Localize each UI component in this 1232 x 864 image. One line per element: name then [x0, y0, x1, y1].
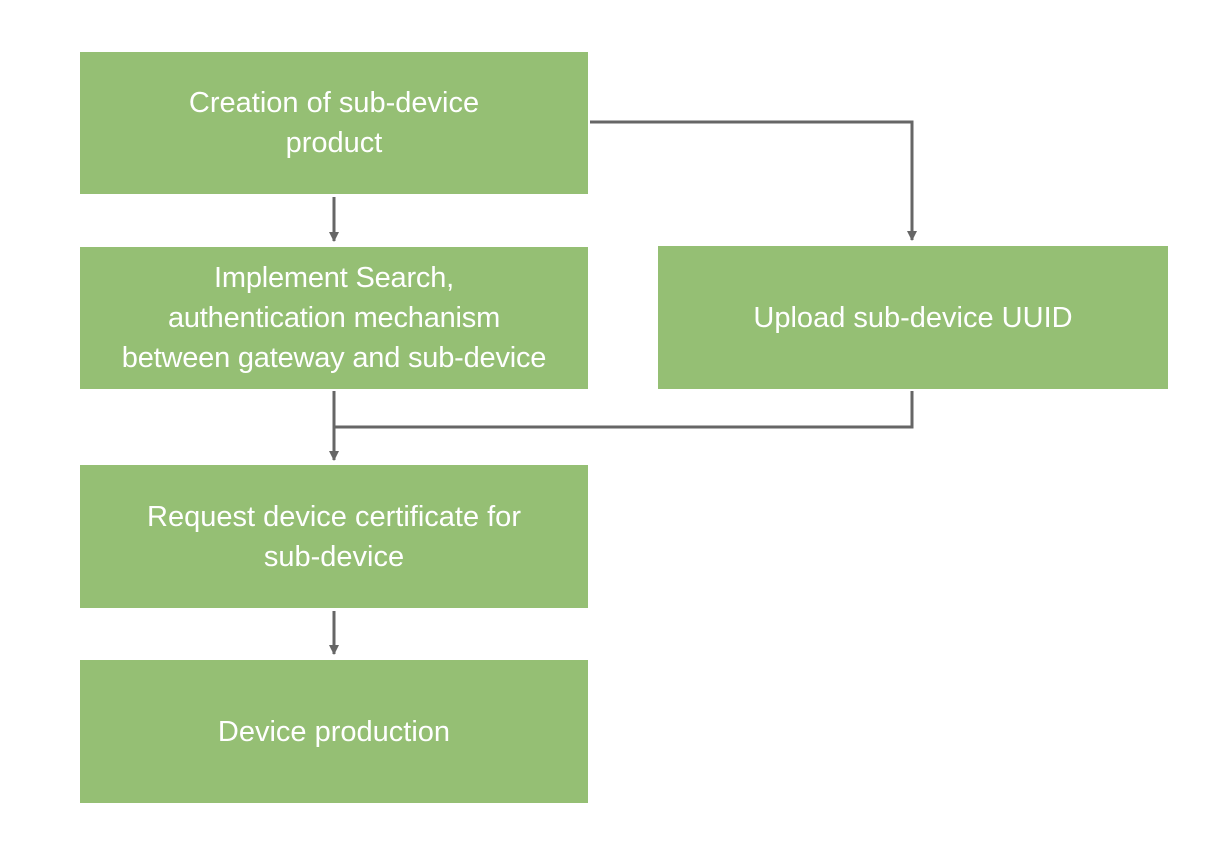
edge-b3-b4: [334, 391, 914, 429]
node-device-production: Device production: [80, 660, 588, 803]
node-label: Request device certificate for sub-devic…: [147, 500, 521, 573]
node-creation-of-sub-device-product: Creation of sub-device product: [80, 52, 588, 194]
edge-b1-b3: [590, 120, 917, 241]
node-upload-sub-device-uuid: Upload sub-device UUID: [658, 246, 1168, 389]
node-label: Implement Search, authentication mechani…: [121, 262, 547, 374]
node-implement-search-authentication: Implement Search, authentication mechani…: [80, 247, 588, 389]
node-label: Creation of sub-device product: [188, 87, 480, 159]
node-label: Upload sub-device UUID: [753, 301, 1073, 334]
node-label: Device production: [217, 715, 451, 748]
node-request-device-certificate: Request device certificate for sub-devic…: [80, 465, 588, 608]
